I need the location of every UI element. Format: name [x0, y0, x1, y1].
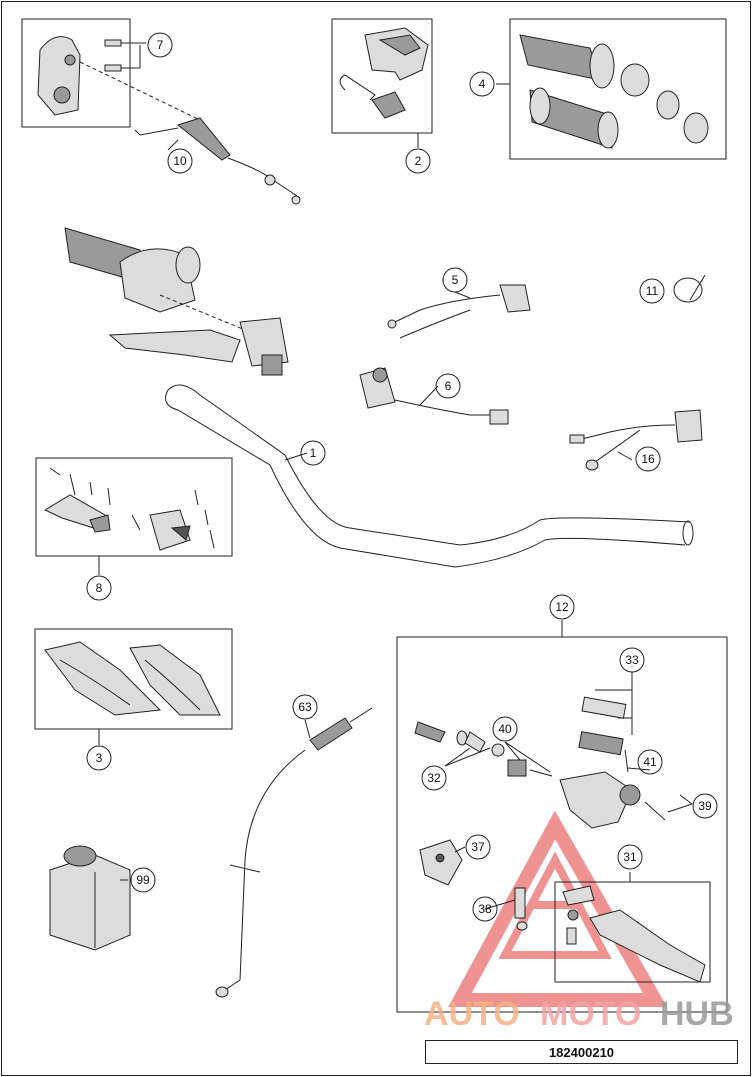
svg-text:7: 7: [157, 38, 164, 52]
callout-99: 99: [130, 867, 156, 893]
cable-tie: [673, 274, 706, 303]
callout-38: 38: [472, 896, 498, 922]
svg-text:40: 40: [498, 722, 512, 736]
svg-text:12: 12: [555, 600, 569, 614]
handlebar: [165, 384, 694, 568]
watermark-text: AUTO MOTO HUB: [424, 995, 734, 1033]
svg-text:8: 8: [96, 581, 103, 595]
callout-8: 8: [86, 575, 112, 601]
svg-text:99: 99: [136, 873, 150, 887]
svg-text:4: 4: [479, 77, 486, 91]
brake-fluid-can: [49, 845, 131, 951]
svg-text:1: 1: [310, 446, 317, 460]
callout-11: 11: [639, 278, 665, 304]
svg-text:39: 39: [698, 799, 712, 813]
brake-master-cylinder-kit: [414, 696, 706, 983]
clutch-assembly: [64, 227, 289, 376]
box-part-31: [554, 881, 711, 983]
callout-16: 16: [635, 446, 661, 472]
leader-lines: [98, 83, 693, 910]
svg-text:10: 10: [173, 154, 187, 168]
svg-text:11: 11: [646, 284, 659, 298]
callout-5: 5: [442, 267, 468, 293]
box-part-7: [21, 18, 131, 128]
svg-text:6: 6: [445, 379, 452, 393]
svg-text:33: 33: [625, 653, 639, 667]
drawing-number-box: 182400210: [425, 1040, 738, 1064]
switch-part-6: [359, 367, 509, 425]
callout-3: 3: [86, 745, 112, 771]
switch-part-5: [387, 284, 531, 339]
throttle-housing: [37, 36, 201, 121]
svg-text:38: 38: [478, 902, 492, 916]
grip-set: [519, 34, 709, 149]
hand-guards: [44, 641, 221, 716]
screws-part-8: [49, 467, 215, 549]
drawing-number: 182400210: [548, 1044, 615, 1060]
screws-part-7: [104, 39, 146, 72]
svg-text:41: 41: [643, 755, 657, 769]
callout-37: 37: [465, 834, 491, 860]
callout-41: 41: [637, 749, 663, 775]
svg-text:5: 5: [452, 273, 459, 287]
callout-6: 6: [435, 373, 461, 399]
callout-39: 39: [692, 793, 718, 819]
callouts: 7 10 2 4 5 11 6 1 16 8 12 33 63 40 41 32…: [86, 32, 718, 922]
svg-text:37: 37: [471, 840, 485, 854]
svg-text:3: 3: [96, 751, 103, 765]
svg-text:16: 16: [641, 452, 655, 466]
mounting-kit: [43, 467, 215, 551]
watermark-auto: AUTO: [424, 995, 520, 1033]
callout-33: 33: [619, 647, 645, 673]
watermark-moto: MOTO: [540, 995, 641, 1033]
svg-text:31: 31: [623, 850, 637, 864]
box-part-4: [509, 18, 727, 160]
throttle-cable: [134, 117, 301, 205]
svg-text:63: 63: [298, 700, 312, 714]
svg-text:32: 32: [427, 771, 441, 785]
switch-part-16: [569, 409, 703, 471]
callout-63: 63: [292, 694, 318, 720]
switch-cover: [339, 27, 429, 119]
box-part-8: [35, 457, 233, 557]
callout-7: 7: [147, 32, 173, 58]
callout-31: 31: [617, 844, 643, 870]
brake-line: [215, 707, 373, 998]
callout-10: 10: [167, 148, 193, 174]
callout-12: 12: [549, 594, 575, 620]
callout-2: 2: [405, 148, 431, 174]
callout-32: 32: [421, 765, 447, 791]
box-part-2: [331, 18, 433, 134]
callout-40: 40: [492, 716, 518, 742]
box-part-3: [34, 628, 233, 730]
callout-1: 1: [300, 440, 326, 466]
callout-4: 4: [469, 71, 495, 97]
svg-text:2: 2: [415, 154, 422, 168]
watermark-hub: HUB: [660, 995, 734, 1033]
